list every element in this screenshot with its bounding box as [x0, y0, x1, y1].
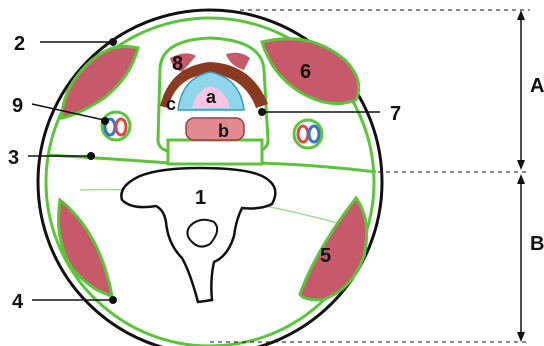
label-a: a	[206, 87, 217, 107]
label-1: 1	[195, 187, 206, 209]
label-5: 5	[320, 245, 331, 267]
visceral-base	[168, 140, 262, 164]
leader-3-dot	[87, 152, 95, 160]
leader-9-dot	[101, 117, 109, 125]
artery-right	[298, 126, 308, 142]
artery-left	[116, 119, 126, 135]
leader-7-dot	[258, 108, 266, 116]
label-7: 7	[390, 103, 401, 125]
region-b-label: B	[530, 233, 544, 255]
dimension-b-arrow-bottom	[517, 332, 525, 342]
dimension-a-arrow-bottom	[517, 160, 525, 170]
region-a-label: A	[530, 75, 544, 97]
label-3: 3	[8, 147, 19, 169]
label-9: 9	[12, 95, 23, 117]
label-b: b	[218, 121, 229, 141]
leader-4-dot	[109, 296, 117, 304]
label-c: c	[166, 94, 176, 114]
label-8: 8	[172, 53, 183, 75]
label-6: 6	[300, 61, 311, 83]
label-4: 4	[12, 291, 24, 313]
esophagus	[186, 118, 244, 140]
label-2: 2	[14, 33, 25, 55]
dimension-a-arrow-top	[517, 10, 525, 20]
leader-2-dot	[109, 38, 117, 46]
dimension-b-arrow-top	[517, 174, 525, 184]
vein-right	[309, 126, 319, 142]
